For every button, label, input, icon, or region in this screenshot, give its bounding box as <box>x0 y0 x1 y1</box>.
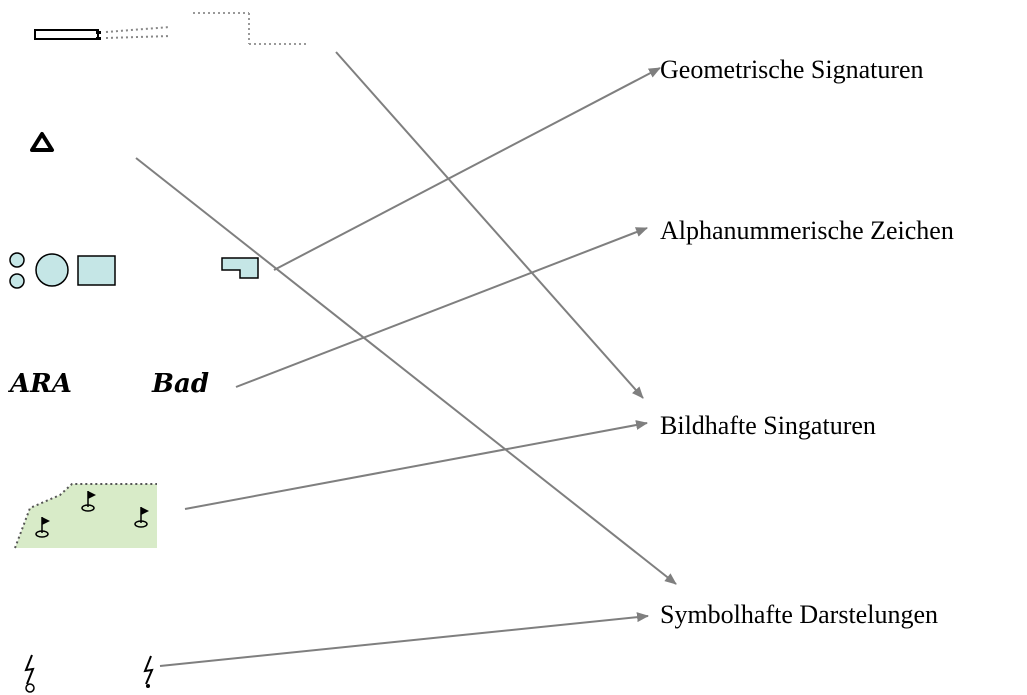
connector-arrows <box>135 51 677 667</box>
label-alphanumeric-characters: Alphanummerische Zeichen <box>660 216 954 245</box>
tent-icon <box>30 132 54 152</box>
alpha-symbol-ara: ARA <box>7 369 72 399</box>
dotted-corner-icon <box>193 12 306 45</box>
lightning-icon <box>24 654 154 693</box>
square-icon <box>77 255 116 286</box>
label-symbolic-representations: Symbolhafte Darstelungen <box>660 600 938 629</box>
label-pictorial-signatures: Bildhafte Singaturen <box>660 411 876 440</box>
dashed-line-icon <box>34 26 171 40</box>
flag-icon <box>35 491 149 538</box>
arrow-polygon-to-geometric <box>273 67 661 271</box>
alpha-symbol-bad: Bad <box>151 369 209 399</box>
circle-icon <box>35 253 69 287</box>
green-area-icon <box>14 483 157 549</box>
polygon-icon <box>221 257 259 279</box>
arrow-tent-to-symbolic <box>135 157 677 585</box>
arrow-line-to-pictorial <box>335 51 644 399</box>
arrow-lightning-to-symbolic <box>159 612 649 667</box>
arrow-bad-to-alphanumeric <box>235 227 648 388</box>
label-geometric-signatures: Geometrische Signaturen <box>660 55 924 84</box>
small-circles-icon <box>9 252 25 289</box>
arrow-area-to-pictorial <box>184 420 648 510</box>
